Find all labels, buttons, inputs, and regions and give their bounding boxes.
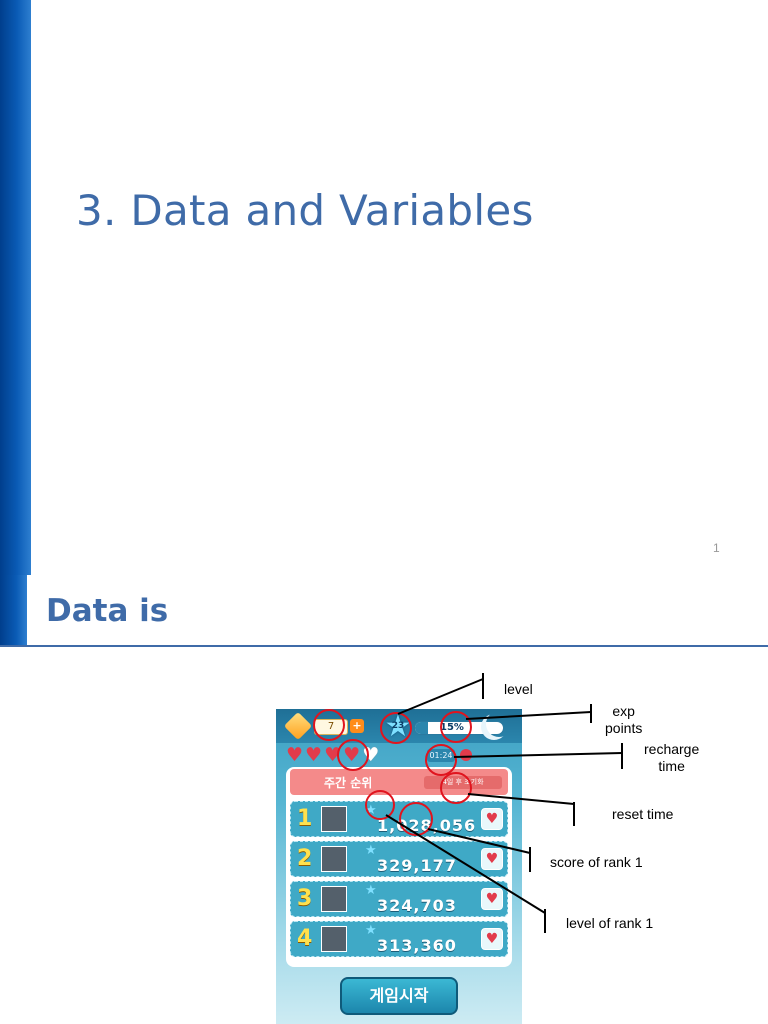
- label-reset-time: reset time: [612, 806, 674, 822]
- page-number: 1: [713, 541, 720, 555]
- rank-number: 1: [297, 806, 313, 831]
- heading-divider: [0, 645, 768, 647]
- heart-full-icon: ♥: [324, 744, 342, 766]
- rank-score: 313,360: [377, 936, 457, 955]
- slide-1: 3. Data and Variables 1: [0, 0, 720, 575]
- label-recharge-time: recharge time: [644, 741, 700, 774]
- heart-full-icon: ♥: [305, 744, 323, 766]
- annotation-overlay: [313, 673, 623, 933]
- avatar: [321, 926, 347, 952]
- rank-level-star-icon: ★: [365, 923, 377, 938]
- send-heart-button[interactable]: ♥: [481, 848, 503, 870]
- game-screenshot: 7 + ★ 23 15% ♥♥♥♥♥ 01:24 주간 순위 4일 후 초기화 …: [276, 709, 522, 1024]
- slide-2: Data is 7 + ★ 23 15% ♥♥♥♥♥ 01:24 주간 순위 4…: [0, 575, 768, 1024]
- pointer-line-exp: [465, 711, 592, 720]
- rank-row: 3 ★ 324,703 ♥: [290, 881, 508, 917]
- highlight-circle-reset: [440, 772, 472, 804]
- label-exp-points: exp points: [605, 703, 643, 736]
- rank-number: 3: [297, 886, 313, 911]
- add-gem-button[interactable]: +: [350, 719, 364, 733]
- rank-level-star-icon: ★: [365, 843, 377, 858]
- exp-progress-fill: [415, 722, 429, 734]
- weekly-rank-header: 주간 순위 4일 후 초기화: [290, 769, 508, 795]
- pointer-line-level: [397, 678, 484, 715]
- send-heart-button[interactable]: ♥: [481, 808, 503, 830]
- ranking-board: 주간 순위 4일 후 초기화 1 ★ 1,028,056 ♥ 2 ★ 329,1…: [286, 767, 512, 967]
- slide-title: 3. Data and Variables: [76, 186, 534, 235]
- heart-full-icon: ♥: [343, 744, 361, 766]
- heart-request-icon[interactable]: [460, 749, 472, 761]
- gem-count: 7: [314, 719, 348, 735]
- rank-score: 1,028,056: [377, 816, 477, 835]
- label-level: level: [504, 681, 533, 697]
- highlight-circle-exp: [440, 711, 472, 743]
- recharge-timer: 01:24: [427, 749, 455, 762]
- avatar: [321, 846, 347, 872]
- highlight-circle-rank-score: [399, 802, 433, 836]
- highlight-circle-rank-level: [365, 790, 395, 820]
- heart-full-icon: ♥: [286, 744, 304, 766]
- pointer-line-rank-level: [385, 814, 546, 914]
- hearts-row: ♥♥♥♥♥: [286, 745, 379, 765]
- highlight-circle-gems: [313, 709, 345, 741]
- highlight-circle-level: [380, 712, 412, 744]
- highlight-circle-recharge: [425, 744, 457, 776]
- rank-row: 2 ★ 329,177 ♥: [290, 841, 508, 877]
- weekly-rank-title: 주간 순위: [324, 776, 373, 790]
- rank-level-star-icon: ★: [365, 883, 377, 898]
- send-heart-button[interactable]: ♥: [481, 888, 503, 910]
- rank-score: 324,703: [377, 896, 457, 915]
- exp-progress-bar: [414, 721, 504, 735]
- game-start-button[interactable]: 게임시작: [340, 977, 458, 1015]
- rank-row: 4 ★ 313,360 ♥: [290, 921, 508, 957]
- label-score-rank-1: score of rank 1: [550, 854, 643, 870]
- exp-percent: 15%: [440, 722, 464, 733]
- avatar: [321, 886, 347, 912]
- player-level: 23: [391, 721, 405, 731]
- rank-score: 329,177: [377, 856, 457, 875]
- pointer-line-recharge: [453, 752, 623, 758]
- pointer-line-reset: [467, 793, 575, 805]
- slide-accent-bar: [0, 575, 27, 646]
- rank-number: 4: [297, 926, 313, 951]
- slide-accent-bar: [0, 0, 31, 575]
- send-heart-button[interactable]: ♥: [481, 928, 503, 950]
- pointer-line-score: [427, 828, 531, 854]
- label-level-rank-1: level of rank 1: [566, 915, 654, 931]
- rank-number: 2: [297, 846, 313, 871]
- slide-heading: Data is: [46, 593, 169, 629]
- avatar: [321, 806, 347, 832]
- highlight-circle-hearts: [337, 739, 369, 771]
- rank-level-star-icon: ★: [365, 803, 377, 818]
